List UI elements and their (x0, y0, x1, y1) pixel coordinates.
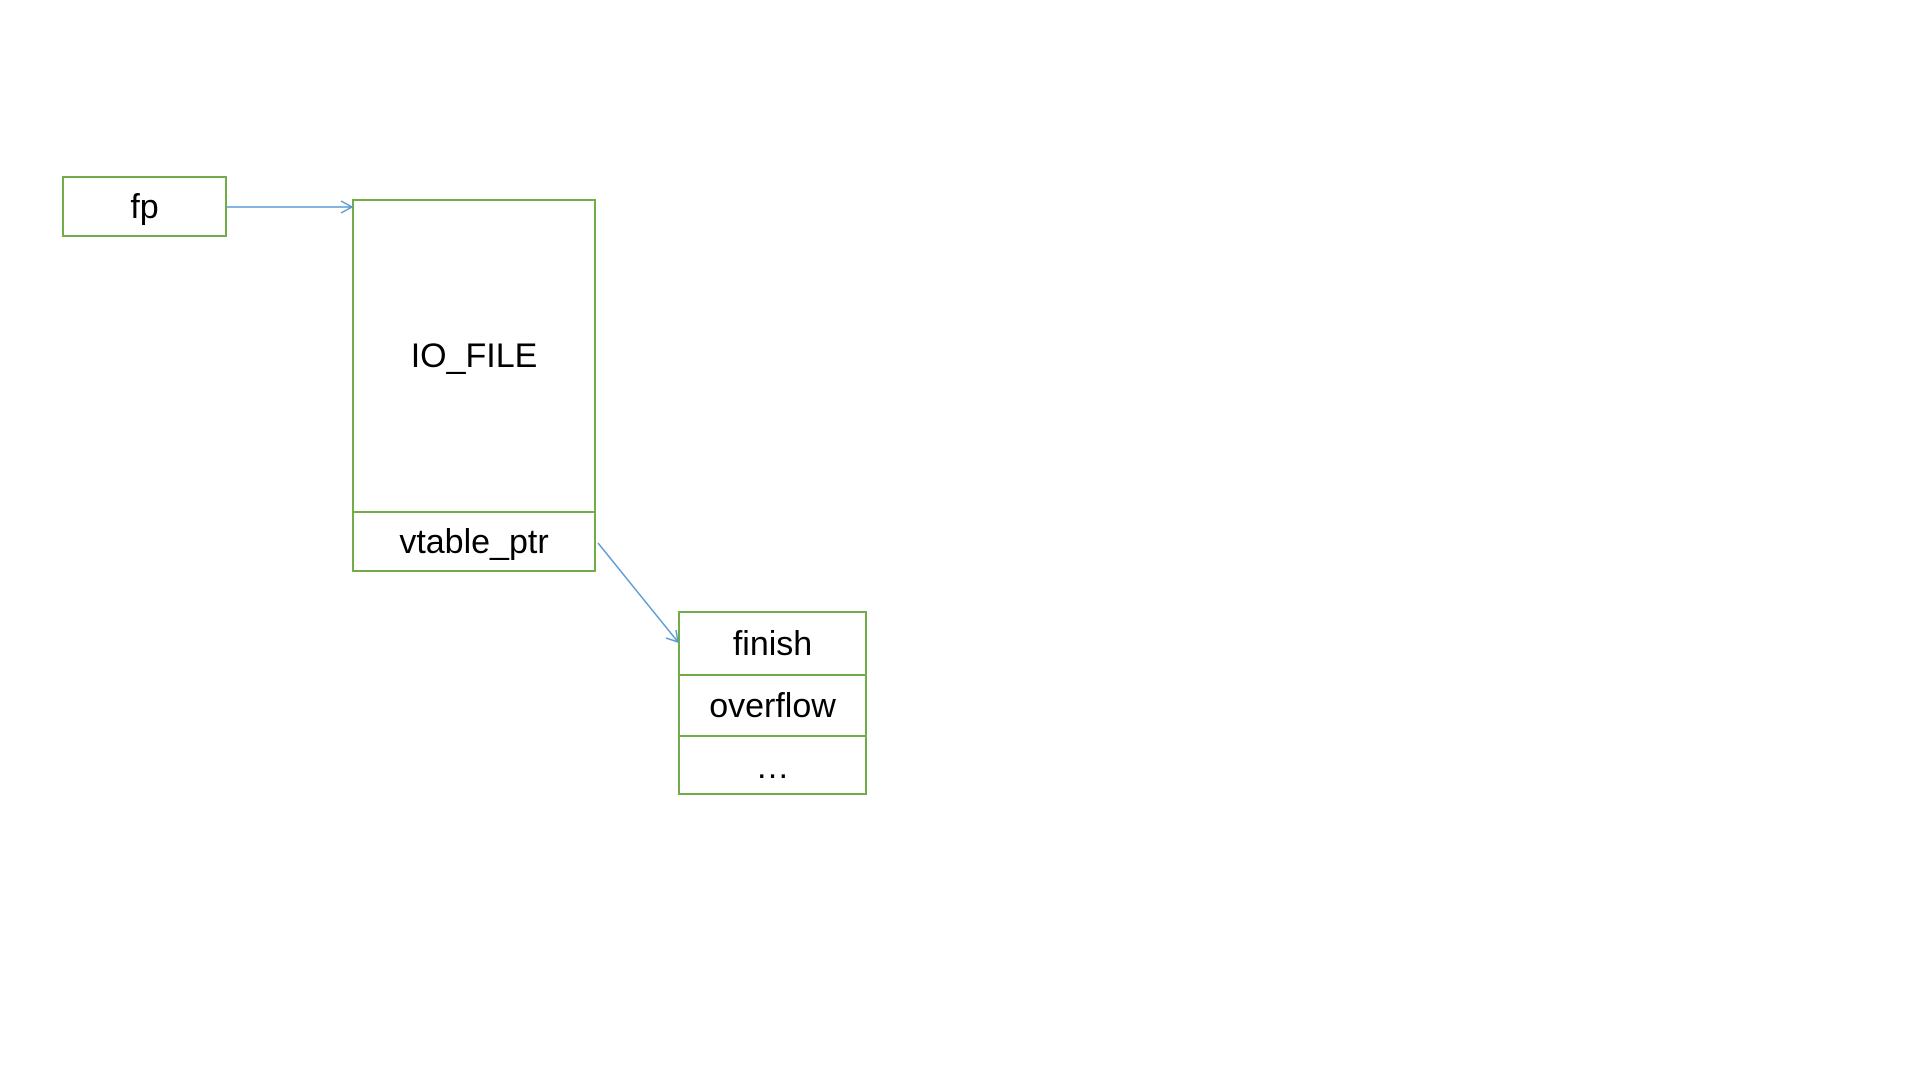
vtable-arrowhead (665, 629, 679, 644)
vtable-entry-label: … (755, 747, 790, 786)
fp-pointer-box: fp (62, 176, 227, 237)
vtable-entry-label: finish (732, 624, 813, 663)
vtable-entry-overflow: overflow (680, 674, 865, 735)
io-file-struct: IO_FILE vtable_ptr (352, 199, 596, 572)
vtable-entry-label: overflow (709, 686, 836, 725)
fp-arrowhead (340, 200, 354, 214)
vtable-entry-ellipsis: … (680, 735, 865, 796)
vtable-ptr-label: vtable_ptr (399, 523, 549, 561)
vtable-entry-finish: finish (680, 613, 865, 674)
fp-label: fp (130, 187, 159, 226)
vtable-table: finish overflow … (678, 611, 867, 795)
vtable-ptr-field: vtable_ptr (354, 511, 594, 572)
io-file-body: IO_FILE (354, 201, 594, 511)
io-file-label: IO_FILE (410, 336, 538, 375)
vtable-ptr-to-vtable-arrow (597, 542, 679, 643)
